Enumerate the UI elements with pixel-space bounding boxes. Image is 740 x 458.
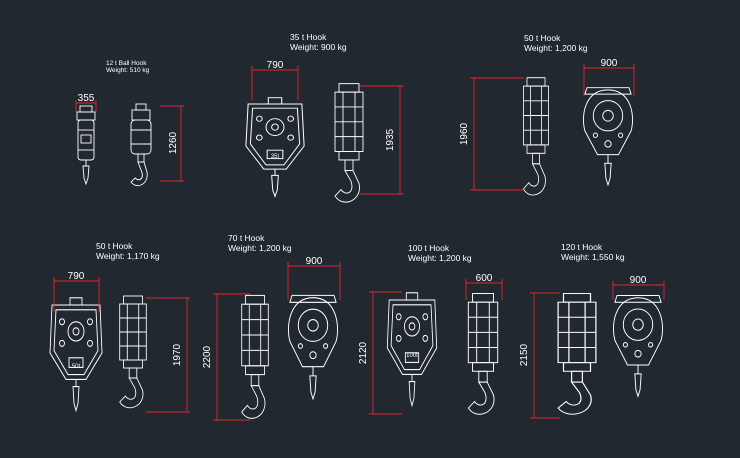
svg-text:900: 900 [306, 256, 323, 267]
block-weight: Weight: 1,170 kg [96, 251, 160, 261]
svg-text:1935: 1935 [385, 128, 396, 151]
dimension-width: 355 [75, 93, 97, 112]
svg-text:900: 900 [630, 275, 647, 286]
hook-35t-front-view: 35t [245, 97, 305, 197]
dimension-height: 2150 [519, 292, 560, 419]
block-weight: Weight: 510 kg [106, 67, 150, 74]
hook-70t-front-view [287, 294, 339, 400]
block-50t-hook-top: 50 t Hook Weight: 1,200 kg 900 1960 [459, 33, 635, 196]
block-120t-hook: 120 t Hook Weight: 1,550 kg 900 2150 [519, 242, 665, 419]
block-title: 50 t Hook [524, 33, 561, 43]
dimension-width: 790 [251, 60, 299, 100]
svg-text:2200: 2200 [202, 345, 213, 368]
block-title: 12 t Ball Hook [106, 60, 147, 67]
block-title: 70 t Hook [228, 233, 265, 243]
svg-text:1970: 1970 [172, 343, 183, 366]
capacity-plate-label: 50t [72, 364, 81, 370]
svg-text:2120: 2120 [358, 341, 369, 364]
block-70t-hook: 70 t Hook Weight: 1,200 kg 900 2200 [202, 233, 341, 421]
block-50t-hook-bottom: 50 t Hook Weight: 1,170 kg 50t 790 1970 [49, 241, 190, 413]
block-title: 35 t Hook [290, 32, 327, 42]
ball-hook-side-view [130, 103, 152, 187]
ball-hook-front-view [76, 105, 96, 185]
capacity-plate-label: 100t [406, 353, 418, 359]
capacity-plate-label: 35t [271, 154, 280, 160]
block-35t-hook: 35 t Hook Weight: 900 kg 35t 790 1935 [245, 32, 404, 203]
hook-100t-front-view: 100t [386, 292, 438, 407]
dimension-width: 900 [612, 275, 665, 300]
svg-text:2150: 2150 [519, 343, 530, 366]
svg-text:600: 600 [476, 273, 493, 284]
hook-50t-side-view [119, 295, 147, 409]
block-weight: Weight: 900 kg [290, 42, 347, 52]
svg-text:790: 790 [68, 271, 85, 282]
block-100t-hook: 100 t Hook Weight: 1,200 kg 100t 600 212… [358, 243, 503, 415]
block-title: 50 t Hook [96, 241, 133, 251]
dimension-height: 1935 [360, 85, 404, 195]
dimension-width: 900 [583, 58, 635, 96]
block-weight: Weight: 1,550 kg [561, 252, 625, 262]
svg-text:1960: 1960 [459, 122, 470, 145]
dimension-width: 600 [465, 273, 503, 300]
hook-35t-side-view [334, 83, 364, 203]
block-title: 100 t Hook [408, 243, 450, 253]
hook-50t-front-view [582, 87, 634, 186]
dimension-width: 900 [287, 256, 341, 300]
dimension-height: 2120 [358, 291, 402, 415]
dimension-height: 1960 [459, 77, 524, 191]
block-weight: Weight: 1,200 kg [408, 253, 472, 263]
block-weight: Weight: 1,200 kg [228, 243, 292, 253]
svg-text:790: 790 [267, 60, 284, 71]
dimension-height: 2200 [202, 293, 250, 421]
hook-50t-front-view: 50t [49, 297, 103, 412]
block-title: 120 t Hook [561, 242, 603, 252]
dimension-height: 1970 [146, 297, 190, 413]
dimension-height: 1260 [160, 105, 184, 182]
svg-text:355: 355 [78, 93, 95, 104]
block-weight: Weight: 1,200 kg [524, 43, 588, 53]
hook-50t-side-view [522, 77, 550, 196]
block-12t-ball-hook: 12 t Ball Hook Weight: 510 kg 355 1260 [75, 60, 184, 187]
hook-120t-side-view [557, 292, 597, 415]
hook-120t-front-view [612, 295, 664, 397]
hook-70t-side-view [241, 294, 269, 419]
svg-text:900: 900 [601, 58, 618, 69]
dimension-width: 790 [53, 271, 100, 312]
svg-text:1260: 1260 [168, 131, 179, 154]
hook-100t-side-view [467, 293, 499, 415]
